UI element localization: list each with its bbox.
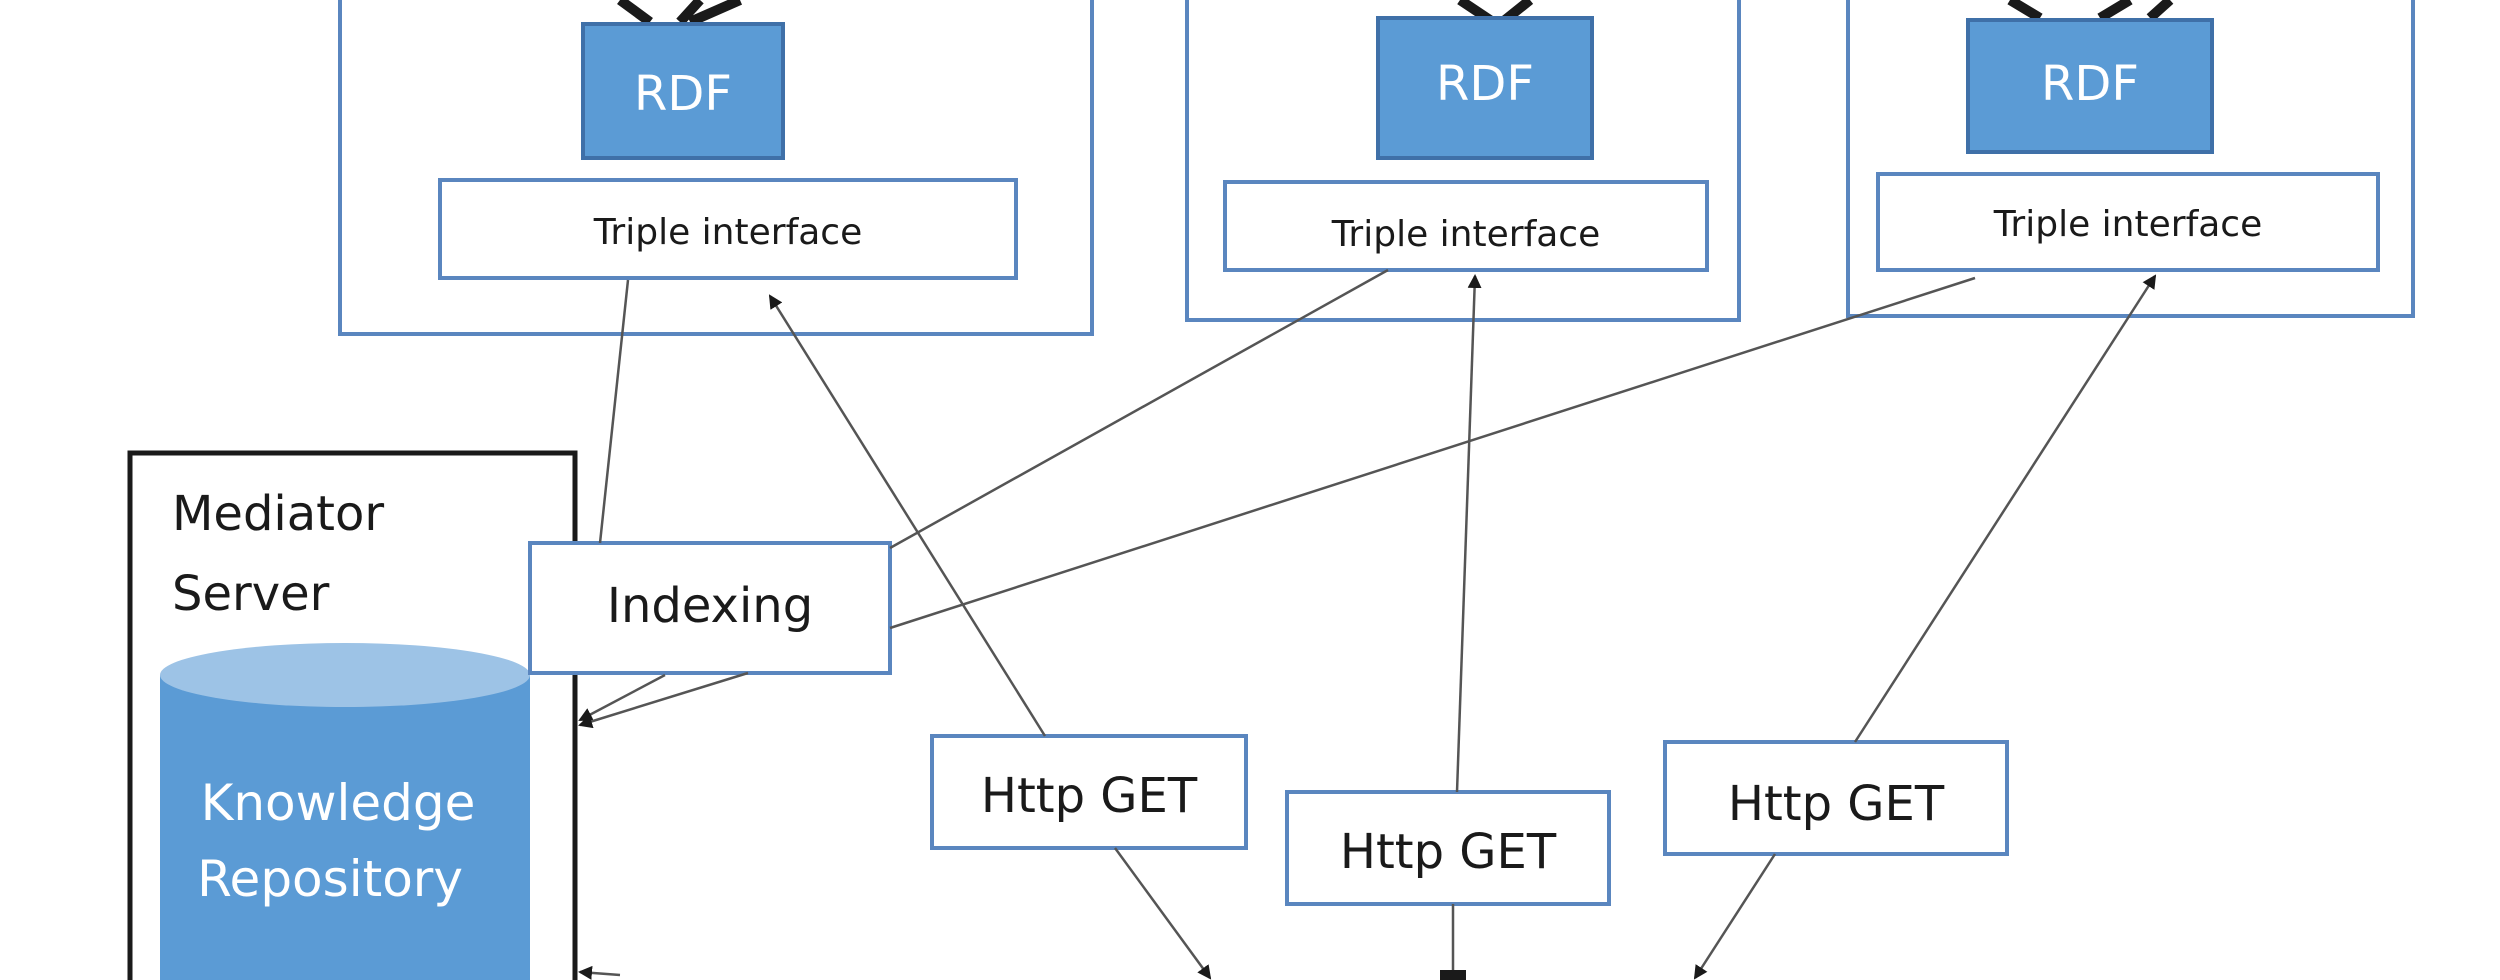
source-panel-2: RDF Triple interface — [1185, 0, 1741, 322]
mediator-title-line2: Server — [172, 566, 330, 622]
bottom-marker — [1440, 970, 1466, 980]
connector-http2-to-interface2 — [1455, 274, 1482, 793]
connector-http1-to-interface1 — [768, 294, 1047, 737]
knowledge-repository-cylinder: Knowledge Repository — [160, 643, 530, 980]
connector-indexing-to-repository-b — [578, 671, 749, 729]
http-get-box-1 — [930, 734, 1248, 850]
rdf-box-1 — [581, 22, 785, 160]
connector-mediator-bottom — [578, 965, 621, 980]
http-get-label-2: Http GET — [1340, 824, 1557, 880]
connector-interface2-to-indexing — [889, 268, 1389, 550]
rdf-label-1: RDF — [634, 66, 732, 122]
repository-label-line1: Knowledge — [201, 774, 476, 832]
mediator-title-line1: Mediator — [172, 486, 384, 542]
indexing-label: Indexing — [607, 578, 813, 634]
triple-interface-1 — [438, 178, 1018, 280]
triple-interface-label-3: Triple interface — [1993, 204, 2263, 245]
connector-interface1-to-mediator — [598, 279, 630, 544]
repository-label-line2: Repository — [197, 850, 463, 908]
cylinder-top — [160, 643, 530, 707]
http-get-boxes: Http GET Http GET Http GET — [930, 734, 2009, 906]
rdf-box-2 — [1376, 16, 1594, 160]
triple-interface-label-2: Triple interface — [1331, 214, 1601, 255]
rdf-label-3: RDF — [2041, 56, 2139, 112]
rdf-box-3 — [1966, 18, 2214, 154]
source-panel-3: RDF Triple interface — [1846, 0, 2415, 318]
connectors — [578, 268, 2157, 980]
http-get-label-3: Http GET — [1728, 776, 1945, 832]
mediator-server: Mediator Server Knowledge Repository Ind… — [127, 450, 892, 980]
connector-http1-down — [1113, 847, 1212, 980]
connector-interface3-to-indexing — [889, 276, 1976, 630]
triple-interface-2 — [1223, 180, 1709, 272]
http-get-label-1: Http GET — [981, 768, 1198, 824]
connector-http3-to-interface3 — [1853, 274, 2157, 743]
cylinder-body — [160, 675, 530, 980]
source-1-incoming-arrows — [617, 0, 743, 27]
indexing-box — [528, 541, 892, 675]
source-3-incoming-arrows — [2007, 0, 2174, 23]
connector-http3-down — [1693, 853, 1777, 980]
source-panel-1: RDF Triple interface — [338, 0, 1094, 336]
http-get-box-2 — [1285, 790, 1611, 906]
rdf-label-2: RDF — [1436, 56, 1534, 112]
triple-interface-3 — [1876, 172, 2380, 272]
http-get-box-3 — [1663, 740, 2009, 856]
triple-interface-label-1: Triple interface — [593, 212, 863, 253]
connector-indexing-to-repository-a — [578, 673, 666, 722]
